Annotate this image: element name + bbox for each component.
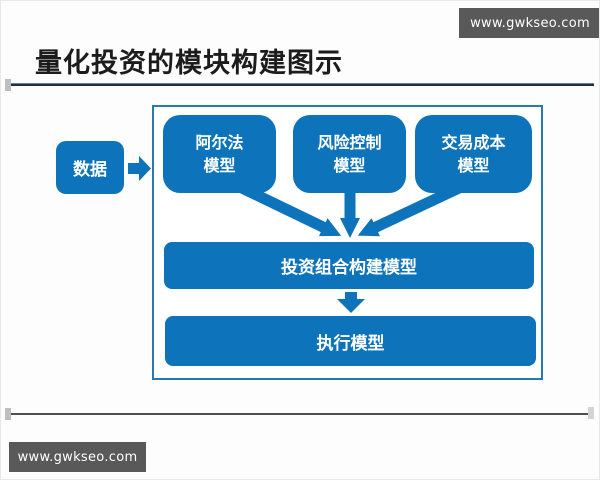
portfolio-construction-model-node: 投资组合构建模型: [164, 242, 534, 289]
data-node: 数据: [56, 141, 124, 194]
page-title: 量化投资的模块构建图示: [35, 48, 343, 79]
alpha-model-node: 阿尔法 模型: [163, 115, 276, 193]
data-to-frame-arrow-icon: [128, 156, 151, 181]
risk-control-model-node: 风险控制 模型: [293, 115, 406, 193]
transaction-cost-model-node: 交易成本 模型: [415, 115, 532, 193]
bottom-divider-right-cap: [588, 407, 594, 419]
watermark-bottom-text: www.gwkseo.com: [17, 449, 138, 465]
title-divider: [10, 83, 594, 86]
bottom-divider: [10, 413, 589, 415]
bottom-divider-left-cap: [5, 408, 11, 420]
watermark-banner-bottom: www.gwkseo.com: [9, 442, 146, 472]
title-divider-end-cap: [5, 79, 11, 91]
watermark-top-text: www.gwkseo.com: [470, 15, 590, 31]
execution-model-node: 执行模型: [165, 316, 536, 366]
watermark-banner-top: www.gwkseo.com: [459, 8, 599, 38]
